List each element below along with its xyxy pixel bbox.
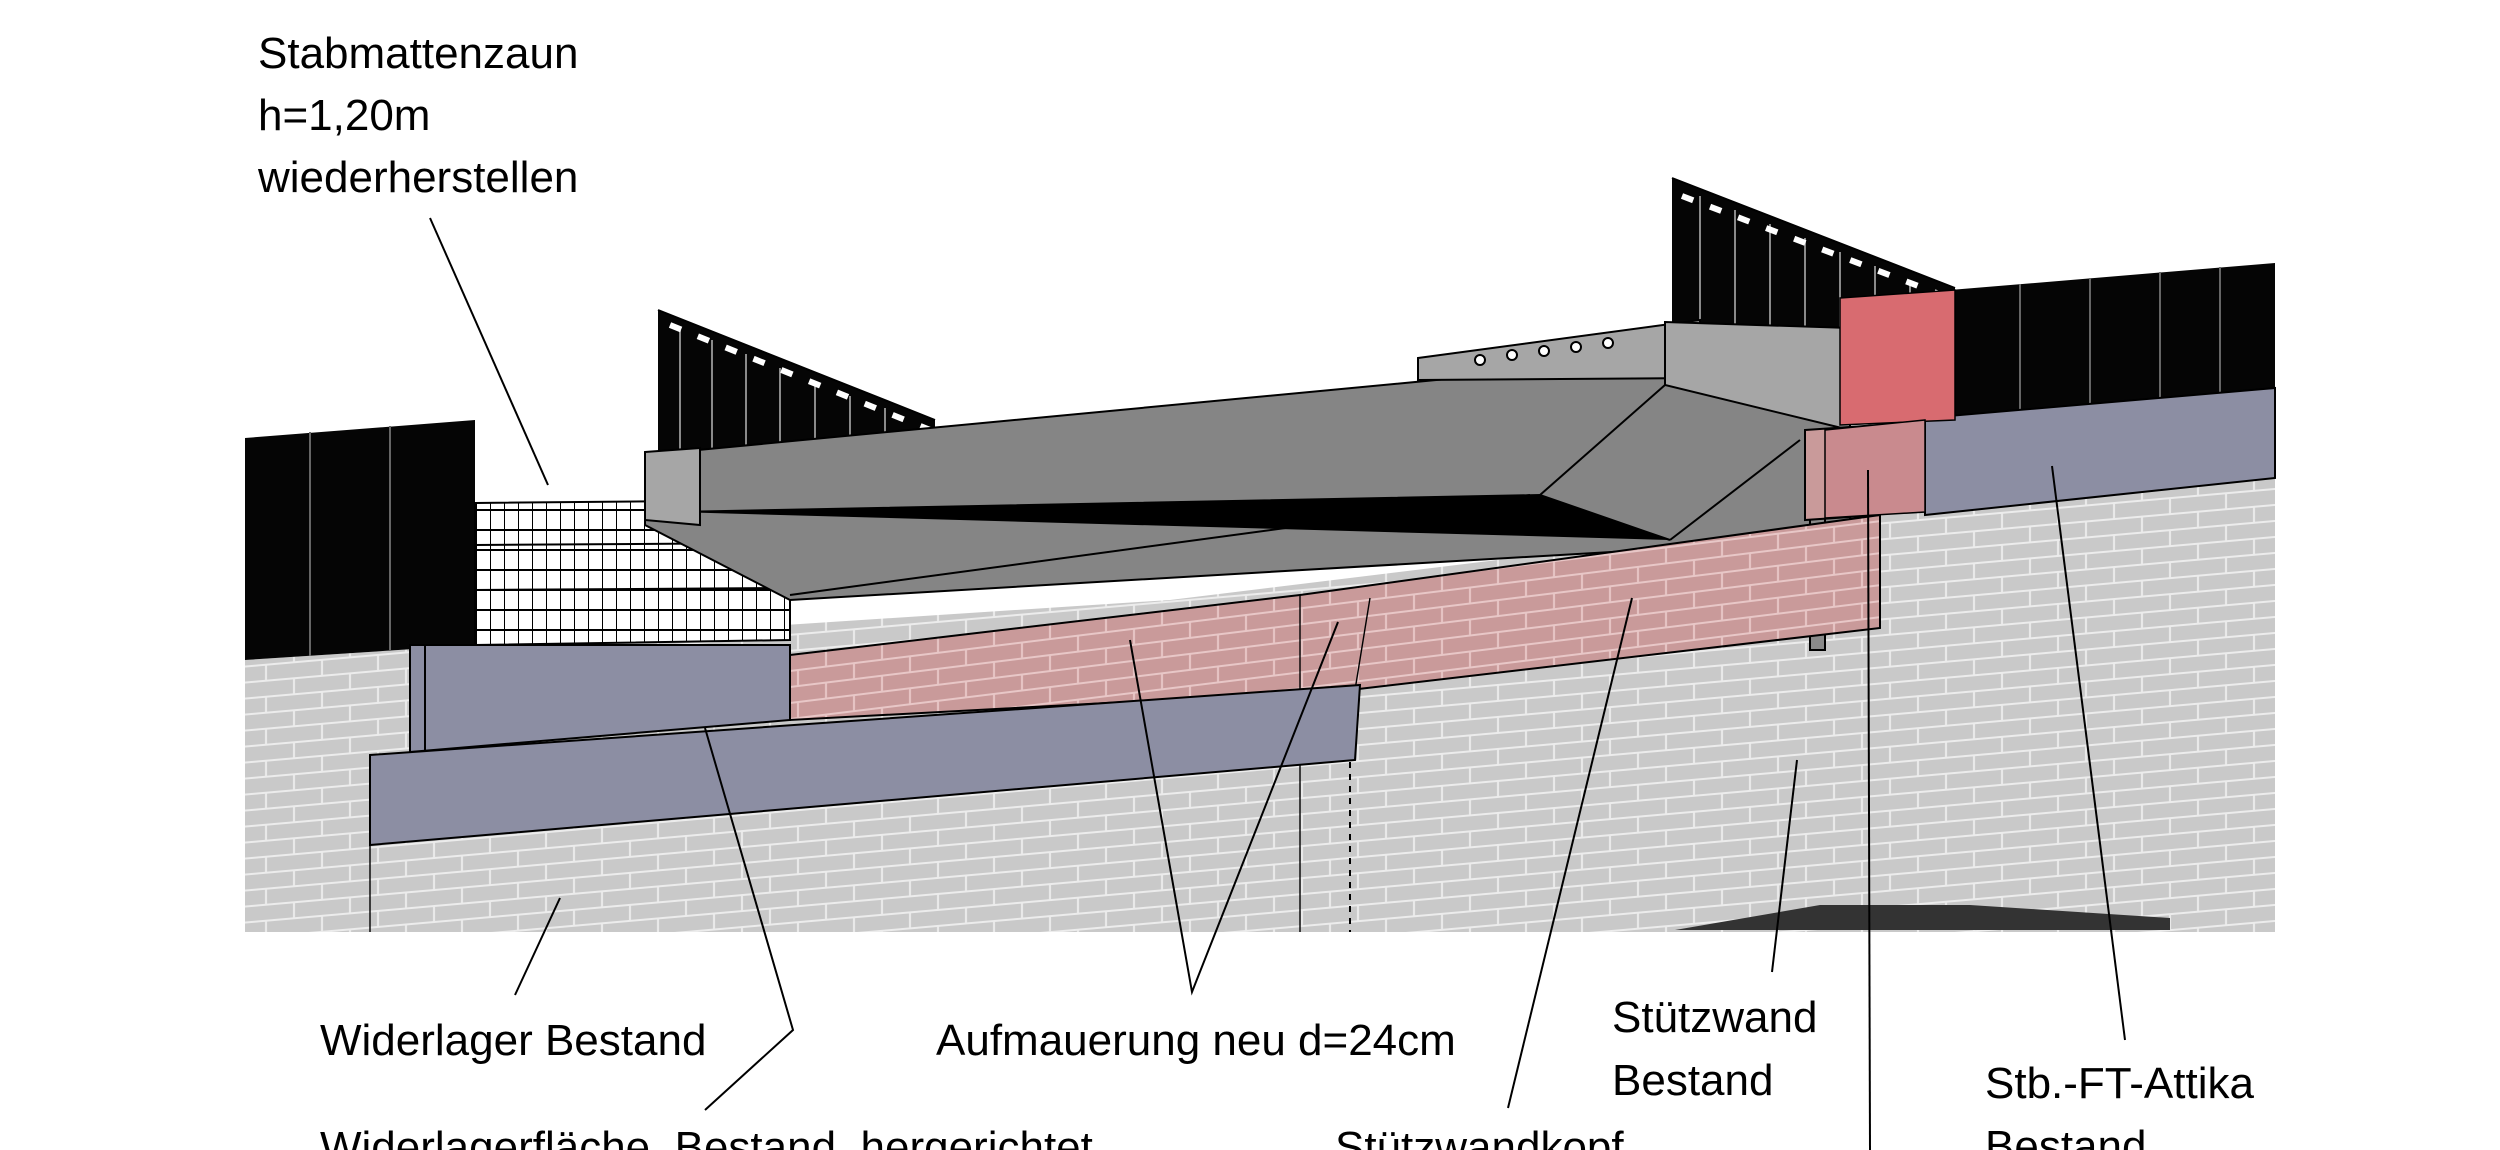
ground-opening [1675, 905, 2170, 930]
label-masonry: Aufmauerung neu d=24cm [936, 1016, 1456, 1065]
label-retaining-wall-2: Bestand [1612, 1056, 1773, 1105]
bridge-deck [644, 318, 1851, 651]
label-retaining-wall-1: Stützwand [1612, 993, 1817, 1042]
label-abutment-surface: Widerlagerfläche, Bestand, hergerichtet [320, 1123, 1093, 1150]
left-barrier-panels [245, 420, 475, 660]
leader-lines [429, 217, 2126, 1150]
attika-block [1824, 289, 1956, 519]
labels: Stabmattenzaun h=1,20m wiederherstellen … [257, 29, 2254, 1150]
label-fence-2: h=1,20m [258, 91, 430, 140]
rear-railing-left [657, 309, 937, 470]
label-attika-2: Bestand [1985, 1122, 2146, 1150]
label-wall-head: Stützwandkopf [1335, 1123, 1624, 1150]
label-attika-1: Stb.-FT-Attika [1985, 1059, 2254, 1108]
label-fence-1: Stabmattenzaun [258, 29, 578, 78]
bearing-surfaces [369, 386, 2276, 847]
right-barrier-panels [1950, 263, 2275, 418]
label-abutment: Widerlager Bestand [320, 1016, 706, 1065]
label-fence-3: wiederherstellen [257, 153, 578, 202]
